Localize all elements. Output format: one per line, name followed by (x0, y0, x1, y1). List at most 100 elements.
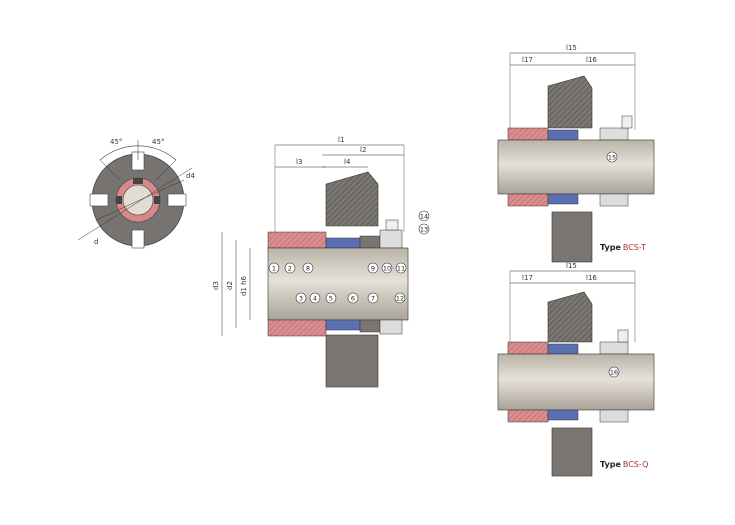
callout-5: 5 (325, 292, 337, 304)
bcs-t-type-code: BCS-T (622, 243, 646, 252)
bcs-q-dim-l15: l15 (566, 262, 577, 270)
svg-text:8: 8 (306, 265, 310, 273)
dim-l4: l4 (344, 158, 351, 166)
svg-text:10: 10 (383, 265, 391, 273)
svg-text:9: 9 (371, 265, 375, 273)
dim-d3: d3 (212, 281, 220, 290)
bcs-t-screw (621, 115, 633, 129)
dim-l3: l3 (296, 158, 302, 166)
callout-1: 1 (268, 262, 280, 274)
main-sleeve-red-bottom (267, 319, 327, 337)
main-blue-ring-top (325, 237, 361, 249)
main-screw (385, 219, 399, 231)
callout-9: 9 (367, 262, 379, 274)
svg-text:13: 13 (420, 226, 428, 234)
svg-text:2: 2 (288, 265, 292, 273)
dim-d2: d2 (226, 281, 234, 290)
main-sleeve-red-top (267, 231, 327, 249)
dim-d4: d4 (186, 172, 195, 180)
bcs-q-collar-bottom (599, 409, 629, 423)
callout-2: 2 (284, 262, 296, 274)
bcs-q-type-code: BCS-Q (622, 460, 649, 469)
bcs-q-collar-top (599, 341, 629, 355)
callout-12: 12 (394, 292, 406, 304)
d-diameter-line (77, 167, 193, 241)
main-body-bottom (359, 319, 381, 333)
svg-text:3: 3 (299, 295, 303, 303)
end-view-key-right (154, 196, 160, 204)
bcs-q-dim-l16: l16 (586, 274, 597, 282)
bcs-t-gland (547, 75, 593, 129)
callout-11: 11 (395, 262, 407, 274)
bcs-q-sleeve-top (507, 341, 549, 355)
main-body-top (359, 235, 381, 249)
end-view: 45° 45° d4 d (77, 138, 195, 249)
bcs-q-blue-top (547, 343, 579, 355)
dim-l1: l1 (338, 136, 344, 144)
svg-text:7: 7 (371, 295, 375, 303)
dim-l2: l2 (360, 146, 366, 154)
bcs-t-dim-l15: l15 (566, 44, 577, 52)
main-collar-bottom (379, 319, 403, 335)
bcs-q-gland-lower (551, 427, 593, 477)
svg-text:11: 11 (397, 265, 405, 273)
bcs-t-view: l15 l17 l16 15 (497, 44, 655, 263)
svg-text:16: 16 (610, 369, 618, 377)
bcs-t-sleeve-top (507, 127, 549, 141)
bcs-t-gland-lower (551, 211, 593, 263)
svg-text:14: 14 (420, 213, 428, 221)
bcs-t-dim-l17: l17 (522, 56, 533, 64)
bcs-t-type-prefix: Type (600, 243, 621, 252)
callout-13: 13 (418, 223, 430, 235)
bcs-q-type-prefix: Type (600, 460, 621, 469)
main-gland-lower (325, 334, 379, 388)
svg-text:1: 1 (272, 265, 276, 273)
svg-text:12: 12 (396, 295, 404, 303)
end-view-slot-left (89, 193, 109, 207)
bcs-t-shaft (497, 139, 655, 195)
svg-text:5: 5 (329, 295, 333, 303)
main-collar-top (379, 229, 403, 249)
callout-4: 4 (309, 292, 321, 304)
svg-text:4: 4 (313, 295, 317, 303)
end-view-key-left (116, 196, 122, 204)
main-blue-ring-bottom (325, 319, 361, 331)
callout-6: 6 (347, 292, 359, 304)
callout-14: 14 (418, 210, 430, 222)
end-view-slot-right (167, 193, 187, 207)
bcs-t-callout: 15 (606, 151, 618, 163)
main-view: l1 l2 l3 l4 d3 d2 d1 h6 1 2 8 9 10 11 14… (212, 136, 430, 388)
callout-10: 10 (381, 262, 393, 274)
callout-7: 7 (367, 292, 379, 304)
dim-d: d (94, 238, 98, 246)
bcs-t-collar-bottom (599, 193, 629, 207)
main-shaft (267, 247, 409, 321)
main-gland (325, 171, 379, 227)
callout-3: 3 (295, 292, 307, 304)
dim-d1: d1 h6 (240, 275, 248, 296)
bcs-t-blue-top (547, 129, 579, 141)
bcs-q-shaft (497, 353, 655, 411)
end-view-slot-bottom (131, 229, 145, 249)
callout-8: 8 (302, 262, 314, 274)
bcs-t-blue-bottom (547, 193, 579, 205)
bcs-q-dim-l17: l17 (522, 274, 533, 282)
bcs-q-gland (547, 291, 593, 343)
bcs-q-sleeve-bottom (507, 409, 549, 423)
bcs-t-collar-top (599, 127, 629, 141)
d4-diameter-line (95, 179, 185, 221)
bcs-q-view: l15 l17 l16 16 (497, 262, 655, 477)
bcs-t-sleeve-bottom (507, 193, 549, 207)
bcs-t-dim-l16: l16 (586, 56, 597, 64)
angle-right-label: 45° (152, 138, 164, 146)
end-view-key-top (133, 178, 143, 184)
angle-left-label: 45° (110, 138, 122, 146)
svg-text:15: 15 (608, 154, 616, 162)
svg-text:6: 6 (351, 295, 355, 303)
bcs-q-callout: 16 (608, 366, 620, 378)
bcs-q-blue-bottom (547, 409, 579, 421)
bcs-q-screw (617, 329, 629, 343)
